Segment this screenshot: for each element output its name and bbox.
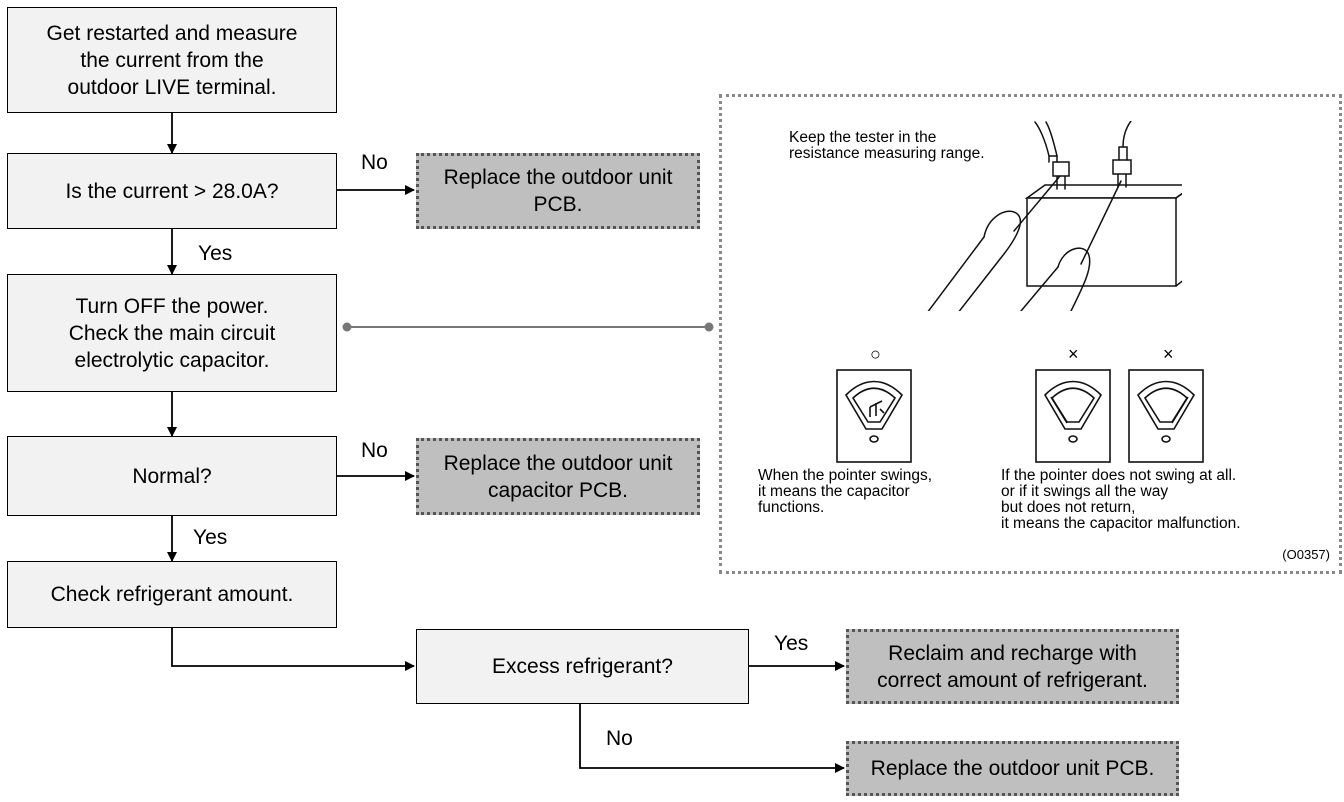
tester-range-note: Keep the tester in the resistance measur… [789, 129, 985, 162]
capacitor-check-detail-panel: Keep the tester in the resistance measur… [719, 94, 1342, 574]
decision-current-over-limit: Is the current > 28.0A? [7, 153, 337, 229]
ok-symbol: ○ [870, 344, 881, 364]
figure-reference-code: (O0357) [1282, 547, 1330, 562]
label-yes-excess: Yes [774, 632, 809, 655]
action-replace-outdoor-pcb-final: Replace the outdoor unit PCB. [846, 741, 1179, 796]
step-measure-current: Get restarted and measure the current fr… [7, 7, 337, 113]
label-no-excess: No [606, 727, 633, 750]
pointer-swings-caption: When the pointer swings, it means the ca… [758, 467, 933, 516]
label-no-normal: No [361, 439, 388, 462]
arrow-excess-no [579, 704, 845, 773]
label-yes-current: Yes [198, 242, 233, 265]
arrow-refrigerant-to-excess [171, 628, 415, 671]
step-check-refrigerant: Check refrigerant amount. [7, 561, 337, 628]
step-power-off-check-capacitor: Turn OFF the power. Check the main circu… [7, 274, 337, 392]
label-yes-normal: Yes [193, 526, 228, 549]
ng-symbol-1: × [1068, 344, 1079, 364]
meter-no-swing-icon [1035, 369, 1111, 463]
tester-capacitor-illustration [927, 121, 1182, 311]
decision-normal: Normal? [7, 436, 337, 516]
action-replace-outdoor-pcb: Replace the outdoor unit PCB. [416, 153, 700, 229]
capacitor-malfunction-caption: If the pointer does not swing at all. or… [1001, 467, 1241, 532]
ng-symbol-2: × [1163, 344, 1174, 364]
meter-pointer-swings-icon [836, 369, 912, 463]
meter-no-return-icon [1128, 369, 1204, 463]
action-replace-capacitor-pcb: Replace the outdoor unit capacitor PCB. [416, 438, 700, 515]
decision-excess-refrigerant: Excess refrigerant? [416, 629, 749, 704]
label-no-current: No [361, 151, 388, 174]
action-reclaim-recharge: Reclaim and recharge with correct amount… [846, 629, 1179, 704]
detail-link [342, 322, 714, 332]
